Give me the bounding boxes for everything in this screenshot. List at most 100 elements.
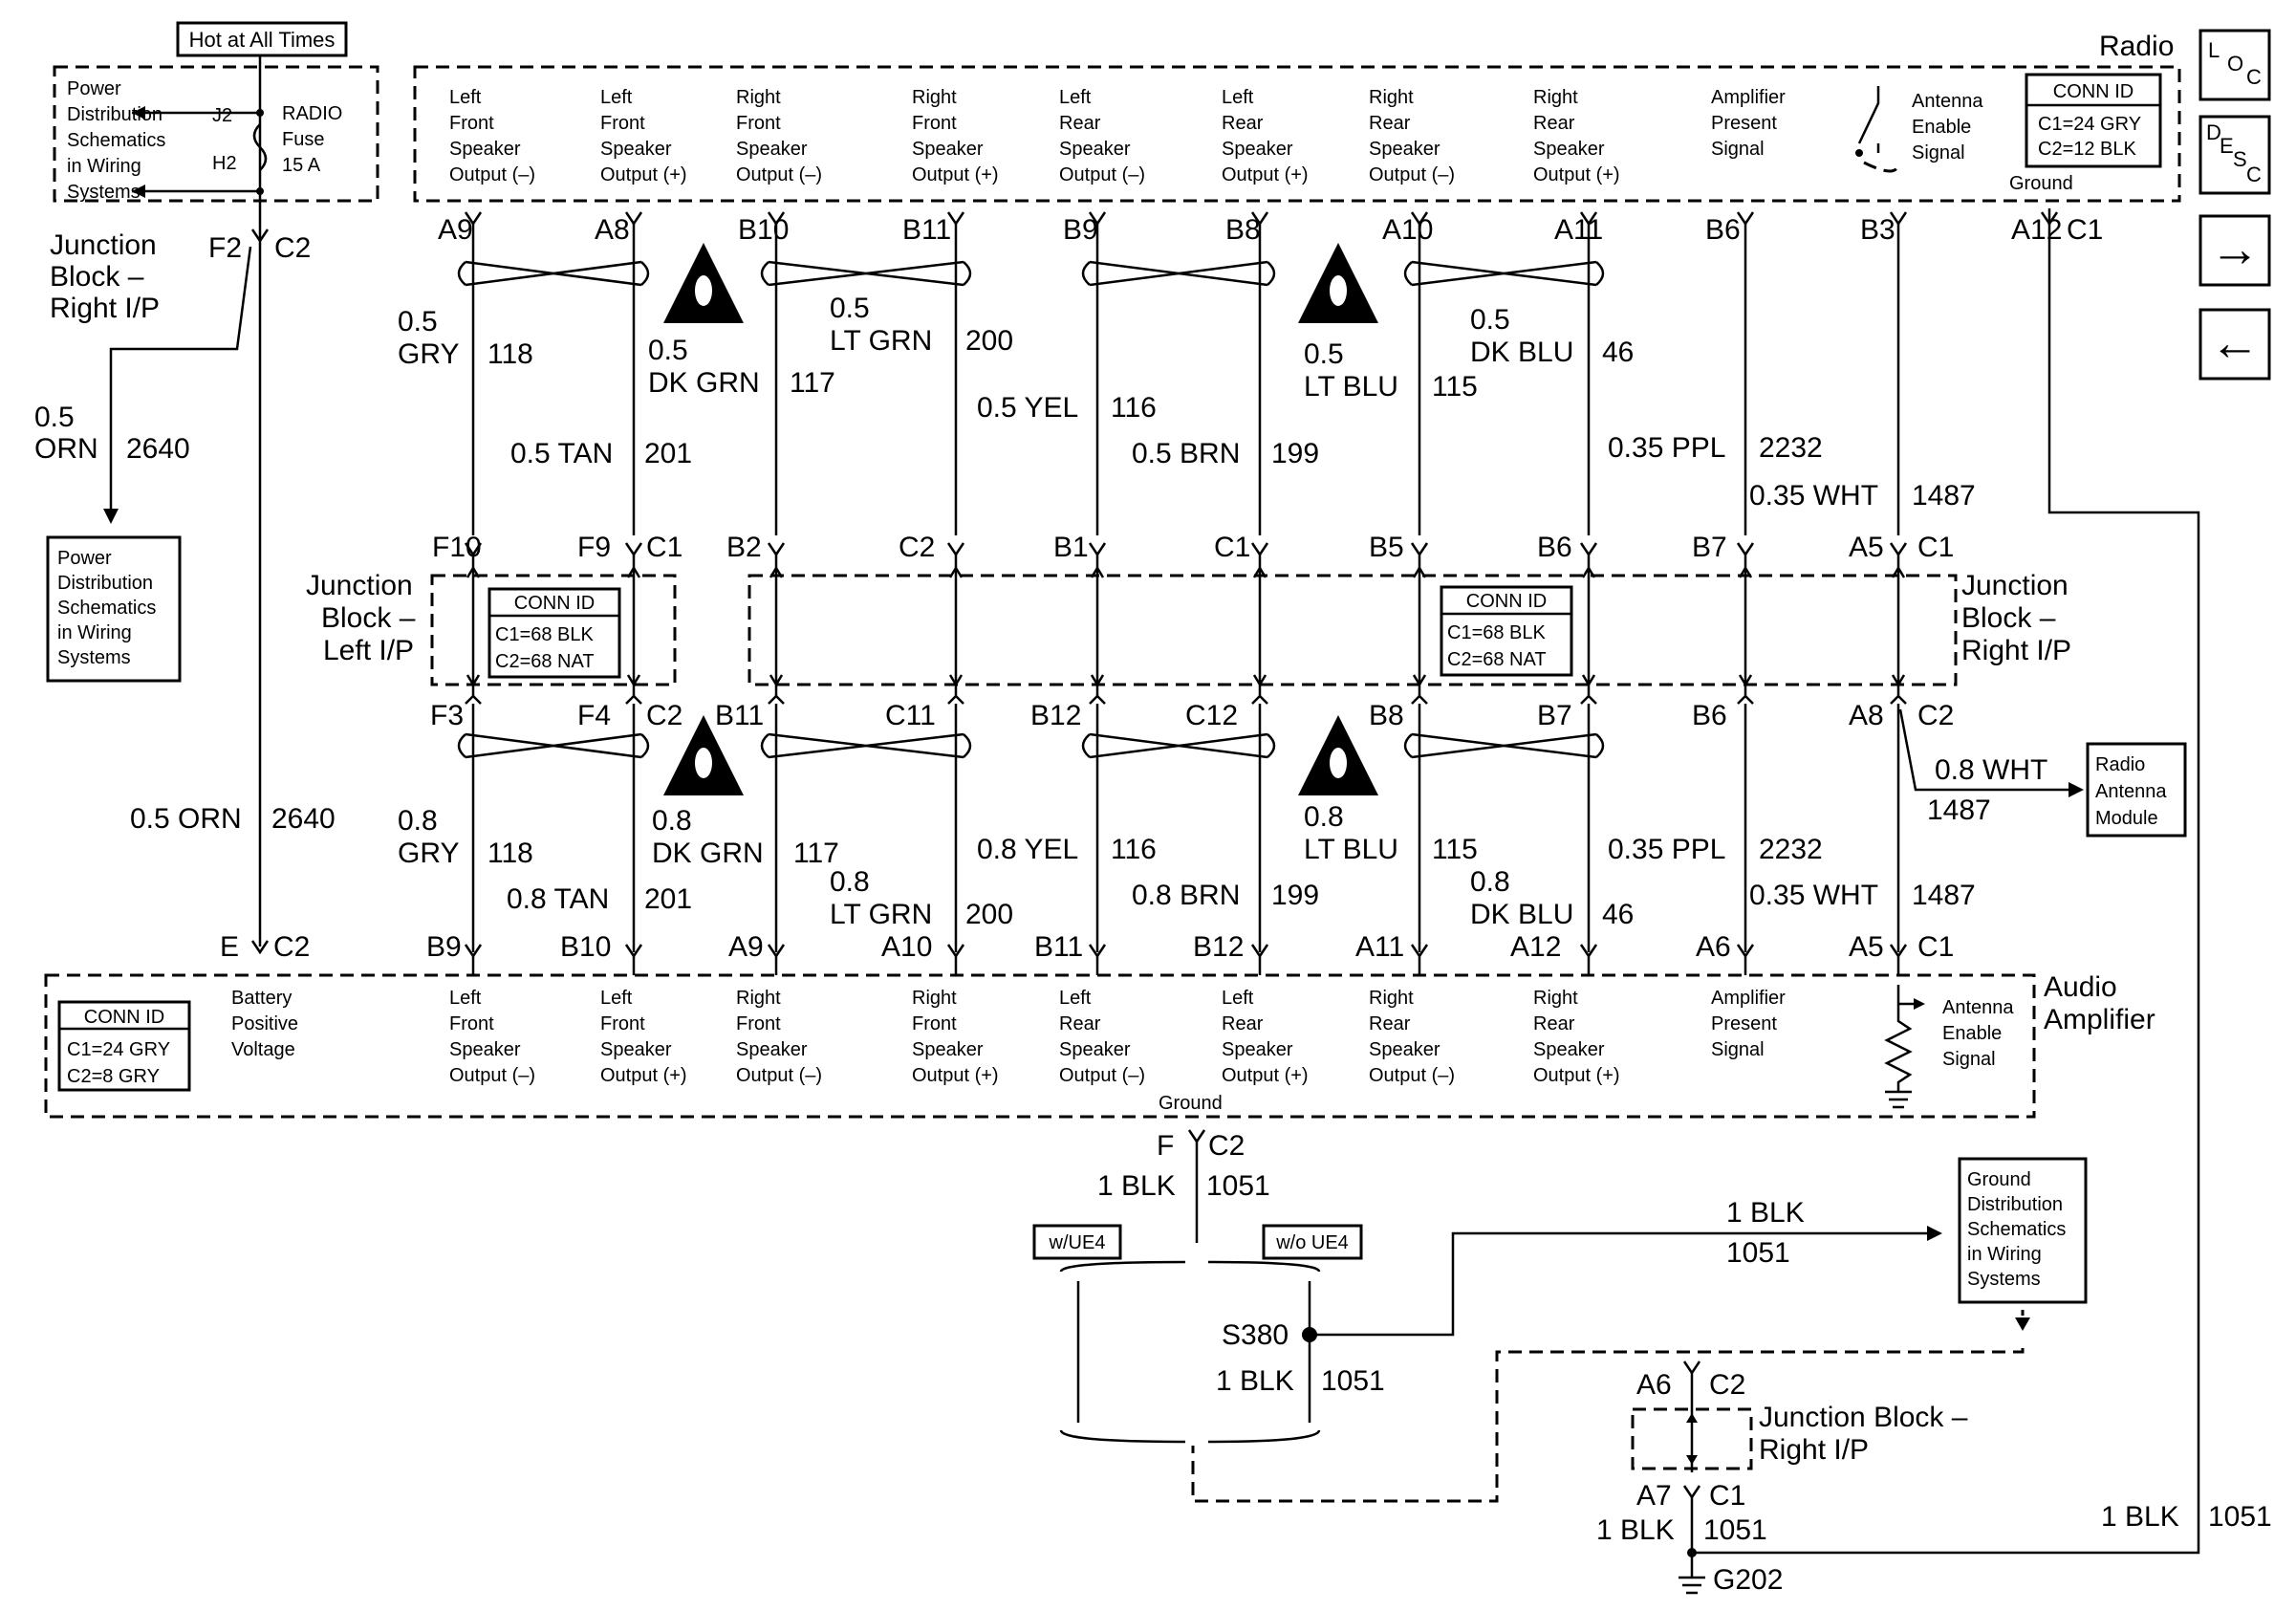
svg-text:Radio: Radio bbox=[2095, 754, 2145, 775]
svg-text:C2=12 BLK: C2=12 BLK bbox=[2038, 139, 2137, 160]
label-line: Left bbox=[449, 988, 482, 1009]
connector-symbol bbox=[767, 542, 786, 557]
label-line: Output (–) bbox=[449, 1065, 535, 1086]
label-line: Output (–) bbox=[1369, 1065, 1455, 1086]
label-line: Speaker bbox=[600, 1039, 672, 1060]
desc-button[interactable]: D E S C bbox=[2199, 115, 2271, 195]
connector-symbol bbox=[1682, 1361, 1701, 1376]
jb-pin-label: C2 bbox=[899, 532, 935, 563]
label-line: Speaker bbox=[912, 1039, 984, 1060]
label-line: Left bbox=[600, 87, 633, 108]
radio-pin-label: A11 bbox=[1554, 214, 1603, 246]
svg-text:Right I/P: Right I/P bbox=[1759, 1434, 1869, 1466]
connector-symbol bbox=[1890, 694, 1907, 705]
amp-pin-label: B12 bbox=[1193, 931, 1244, 963]
loc-button[interactable]: L O C bbox=[2199, 29, 2271, 101]
jb-pin-label: B1 bbox=[1053, 532, 1089, 563]
svg-text:Signal: Signal bbox=[1942, 1049, 1996, 1070]
arrow-right-icon: → bbox=[2210, 222, 2260, 277]
option-bracket-top bbox=[1059, 1260, 1321, 1273]
switch-actuator bbox=[1863, 161, 1899, 173]
power-distribution-top-label[interactable]: Power Distribution Schematics in Wiring … bbox=[67, 78, 165, 203]
label-line: Front bbox=[600, 1013, 645, 1034]
radio-pin-label: C1 bbox=[2067, 214, 2103, 246]
signal-wire bbox=[464, 211, 483, 975]
previous-page-button[interactable]: ← bbox=[2199, 308, 2271, 381]
label-line: Right bbox=[736, 988, 781, 1009]
jb-left-outline bbox=[430, 574, 677, 686]
amp-pin-label: A12 bbox=[1510, 931, 1561, 963]
label-line: Signal bbox=[1711, 139, 1765, 160]
ground-distribution-box[interactable]: Ground Distribution Schematics in Wiring… bbox=[1958, 1157, 2088, 1304]
radio-ground-label: Ground bbox=[2009, 173, 2073, 194]
radio-pin-label: B11 bbox=[902, 214, 951, 246]
option-with-ue4: w/UE4 bbox=[1032, 1224, 1122, 1260]
label-line: Present bbox=[1711, 113, 1777, 134]
label-line: Right bbox=[912, 87, 957, 108]
splice-label: S380 bbox=[1222, 1319, 1289, 1351]
jb-pin-label: F3 bbox=[430, 700, 464, 731]
label-line: Output (–) bbox=[449, 164, 535, 185]
connector-symbol bbox=[946, 542, 965, 557]
fuse-pin-in: J2 bbox=[212, 105, 232, 126]
jb-pin-label: F4 bbox=[577, 700, 611, 731]
amp-pin-label: E bbox=[220, 931, 239, 963]
wire-label: 0.8 TAN bbox=[507, 883, 609, 915]
wire-label: 0.5 ORN bbox=[130, 803, 242, 835]
amp-conn-id-box: CONN ID C1=24 GRY C2=8 GRY bbox=[57, 1000, 191, 1092]
jb-pin-label: C1 bbox=[646, 532, 682, 563]
radio-antenna-module-box[interactable]: Radio Antenna Module bbox=[2086, 742, 2187, 838]
svg-text:Fuse: Fuse bbox=[282, 129, 324, 150]
svg-text:Amplifier: Amplifier bbox=[2044, 1004, 2155, 1035]
radio-pin-label: A10 bbox=[1382, 214, 1433, 246]
amp-pin-label: C2 bbox=[273, 931, 310, 963]
wire-gauge: 0.5 bbox=[398, 306, 438, 337]
label-line: Left bbox=[449, 87, 482, 108]
label-line: Speaker bbox=[449, 1039, 521, 1060]
svg-text:C1=68 BLK: C1=68 BLK bbox=[495, 624, 595, 645]
connector-symbol bbox=[250, 940, 270, 955]
wire-gauge: 0.8 bbox=[1470, 866, 1510, 898]
label-line: Right bbox=[1369, 87, 1414, 108]
svg-text:Antenna: Antenna bbox=[2095, 781, 2167, 802]
wire-circuit: 1051 bbox=[1726, 1237, 1790, 1269]
ground-icon bbox=[1679, 1576, 1705, 1595]
label-line: Speaker bbox=[1222, 139, 1293, 160]
signal-wire bbox=[1250, 211, 1269, 975]
label-line: Speaker bbox=[1059, 139, 1131, 160]
next-page-button[interactable]: → bbox=[2199, 214, 2271, 287]
fuse-symbol bbox=[252, 123, 268, 171]
wire-label: 0.8 YEL bbox=[977, 834, 1078, 865]
svg-text:Distribution: Distribution bbox=[57, 573, 153, 594]
label-line: Speaker bbox=[1222, 1039, 1293, 1060]
resistor-icon bbox=[1884, 985, 1913, 1092]
ground-icon bbox=[1885, 1090, 1912, 1109]
signal-wire bbox=[1889, 211, 1908, 975]
power-distribution-left-box[interactable]: Power Distribution Schematics in Wiring … bbox=[46, 535, 182, 683]
switch-contact bbox=[1855, 149, 1863, 157]
wire-label: 1 BLK bbox=[1097, 1170, 1176, 1202]
connector-symbol bbox=[1737, 694, 1754, 705]
wire-gauge: 0.5 bbox=[34, 402, 75, 433]
svg-text:w/o UE4: w/o UE4 bbox=[1275, 1232, 1349, 1253]
svg-text:Power: Power bbox=[57, 548, 112, 569]
connector-symbol bbox=[1411, 694, 1428, 705]
label-line: Rear bbox=[1059, 113, 1101, 134]
label-line: Output (–) bbox=[1369, 164, 1455, 185]
wire-label: 0.5 TAN bbox=[510, 438, 613, 469]
label-line: Present bbox=[1711, 1013, 1777, 1034]
wire-color: GRY bbox=[398, 338, 459, 370]
jb-pin-label: A5 bbox=[1849, 532, 1884, 563]
amp-pin-label: B11 bbox=[1034, 931, 1083, 963]
wire-circuit: 2640 bbox=[271, 803, 336, 835]
jb-pin-label: C1 bbox=[1917, 532, 1954, 563]
wire-color: DK GRN bbox=[648, 367, 760, 399]
svg-text:Block –: Block – bbox=[50, 261, 144, 293]
label-line: Amplifier bbox=[1711, 87, 1786, 108]
wire-color: LT GRN bbox=[830, 325, 932, 357]
label-line: Speaker bbox=[449, 139, 521, 160]
label-line: Output (–) bbox=[1059, 1065, 1145, 1086]
